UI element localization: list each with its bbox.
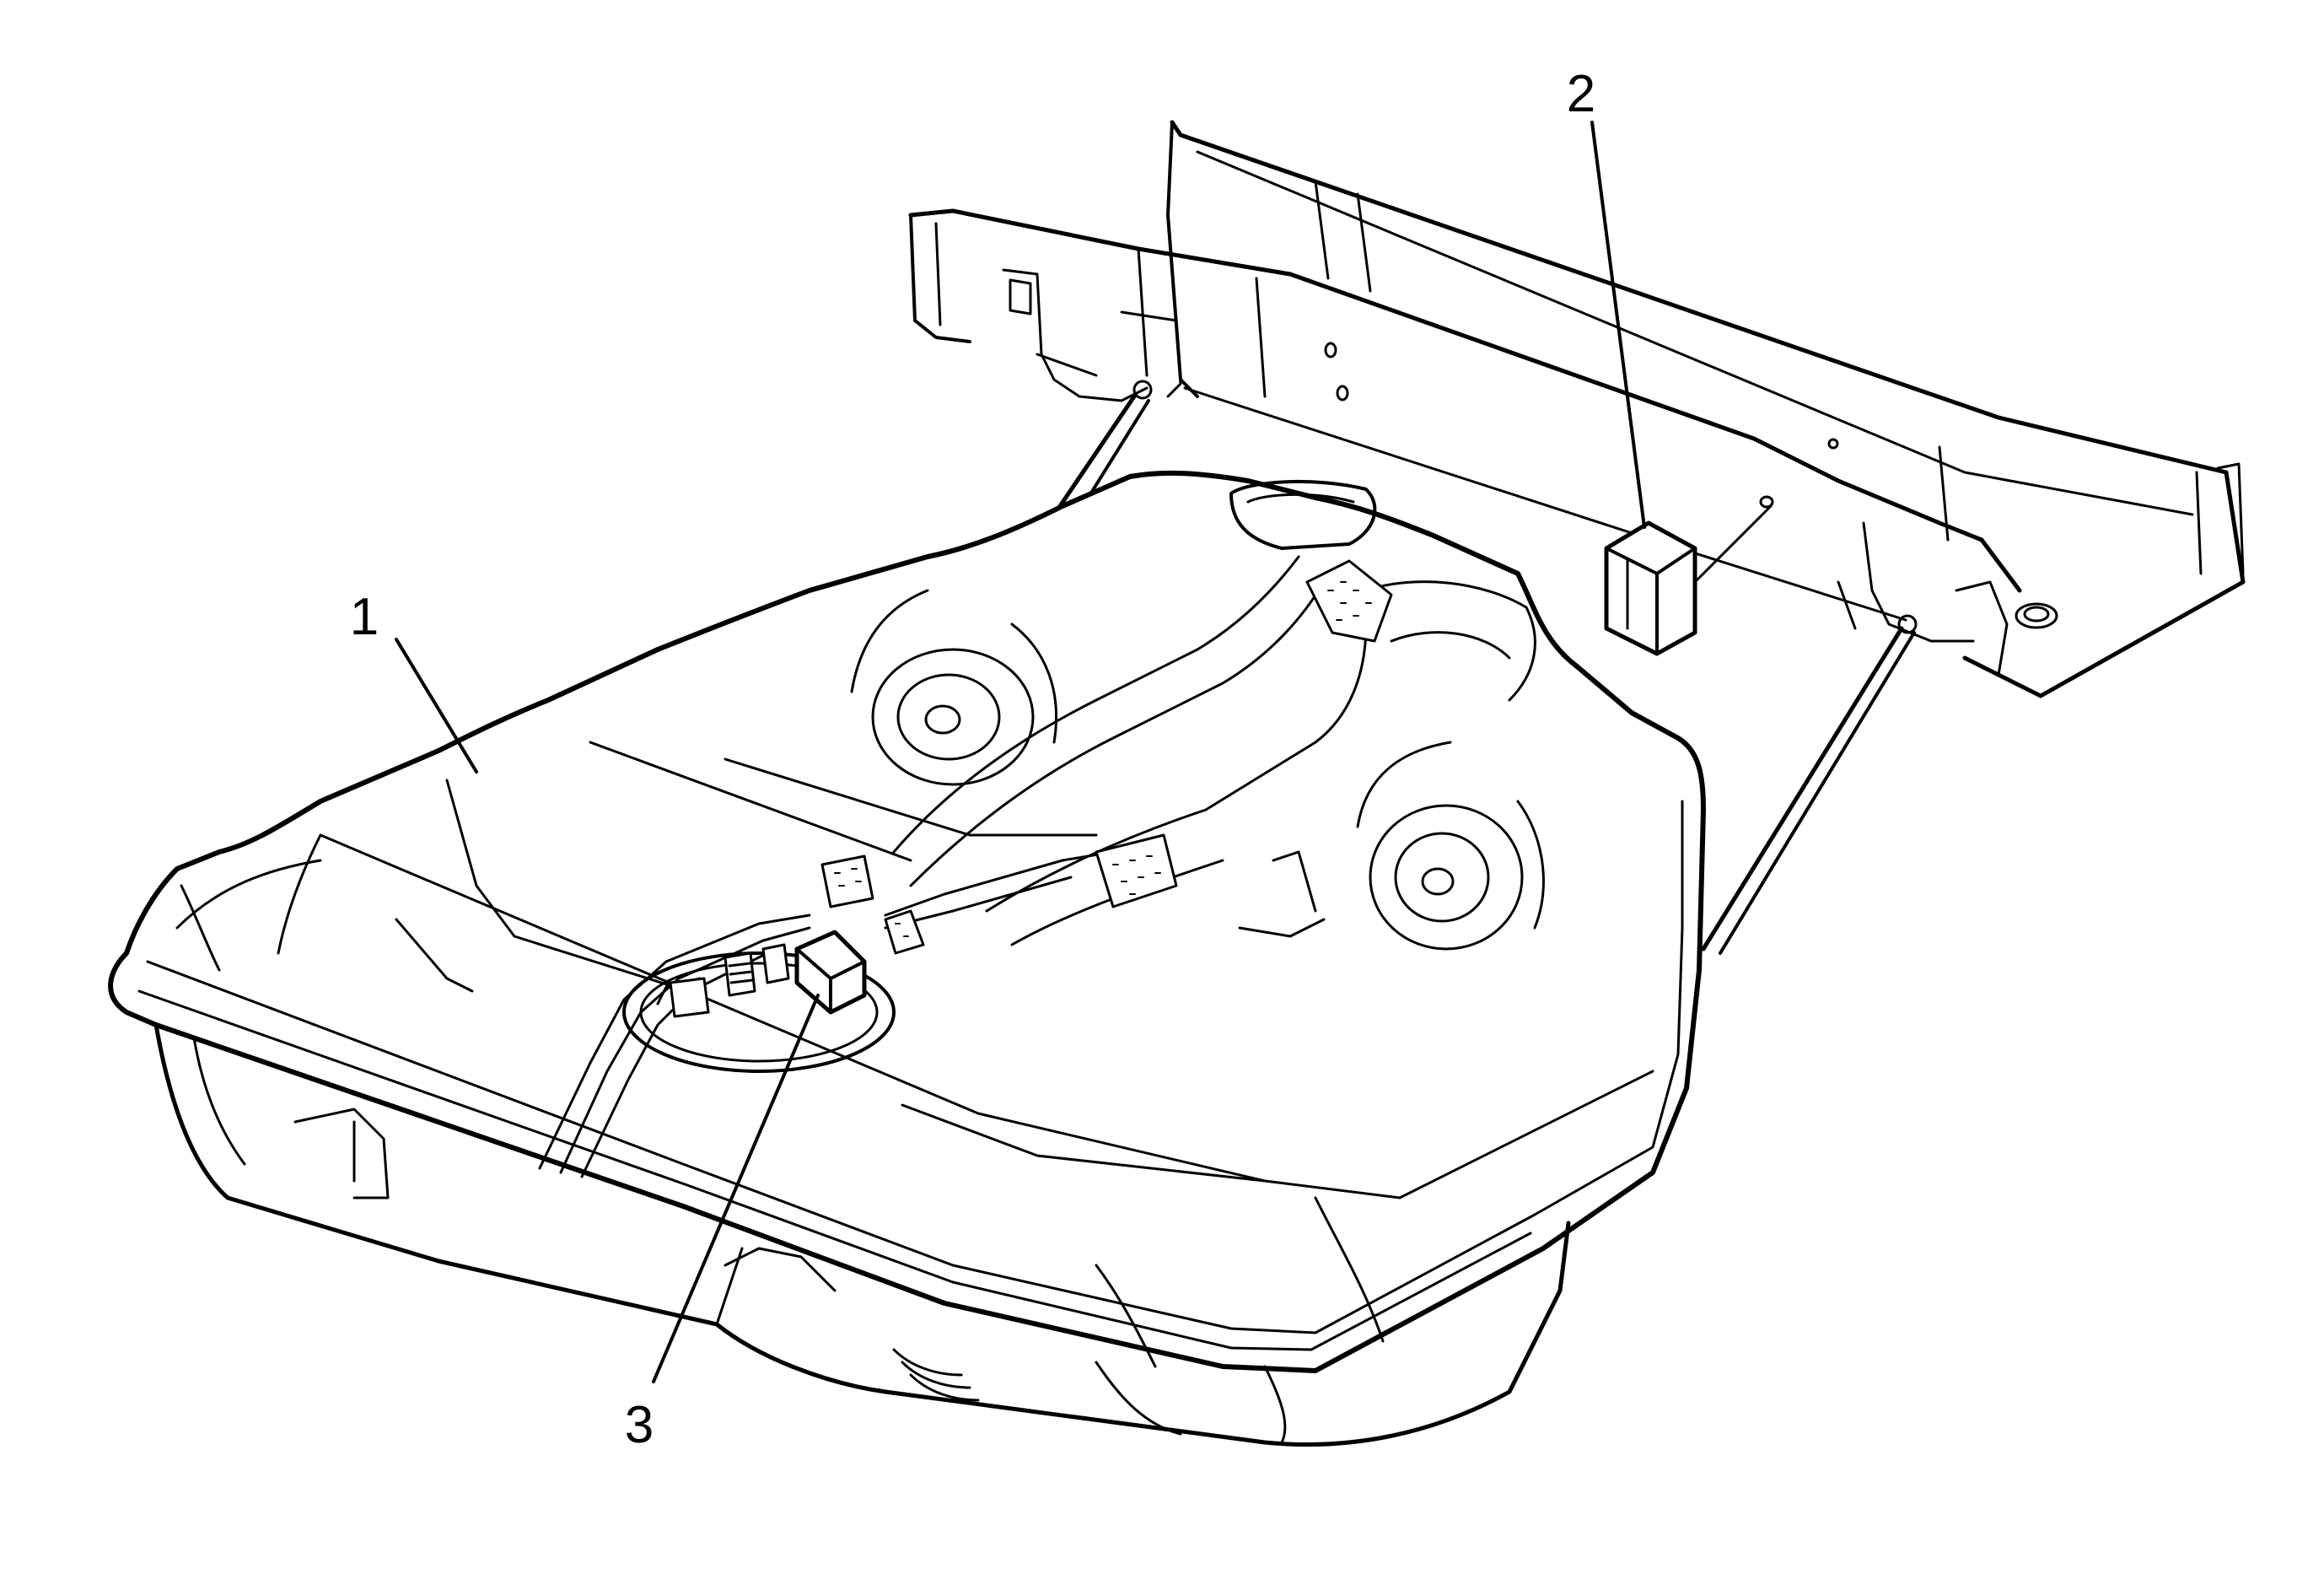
callout-leaders	[395, 121, 1646, 1383]
insulator-pads	[820, 559, 1393, 955]
component-2-block	[1604, 520, 1697, 656]
callout-leader-3	[652, 994, 820, 1383]
callout-leader-1	[395, 638, 478, 774]
callout-number-1: 1	[350, 588, 379, 646]
rear-crossmember	[908, 120, 2246, 698]
fuel-pump-module	[622, 943, 896, 1073]
callout-leader-2	[1590, 121, 1646, 529]
callout-number-3: 3	[625, 1396, 654, 1454]
pad-dots	[834, 581, 1372, 937]
component-3-connector	[794, 930, 867, 1015]
callout-number-2: 2	[1567, 65, 1595, 123]
